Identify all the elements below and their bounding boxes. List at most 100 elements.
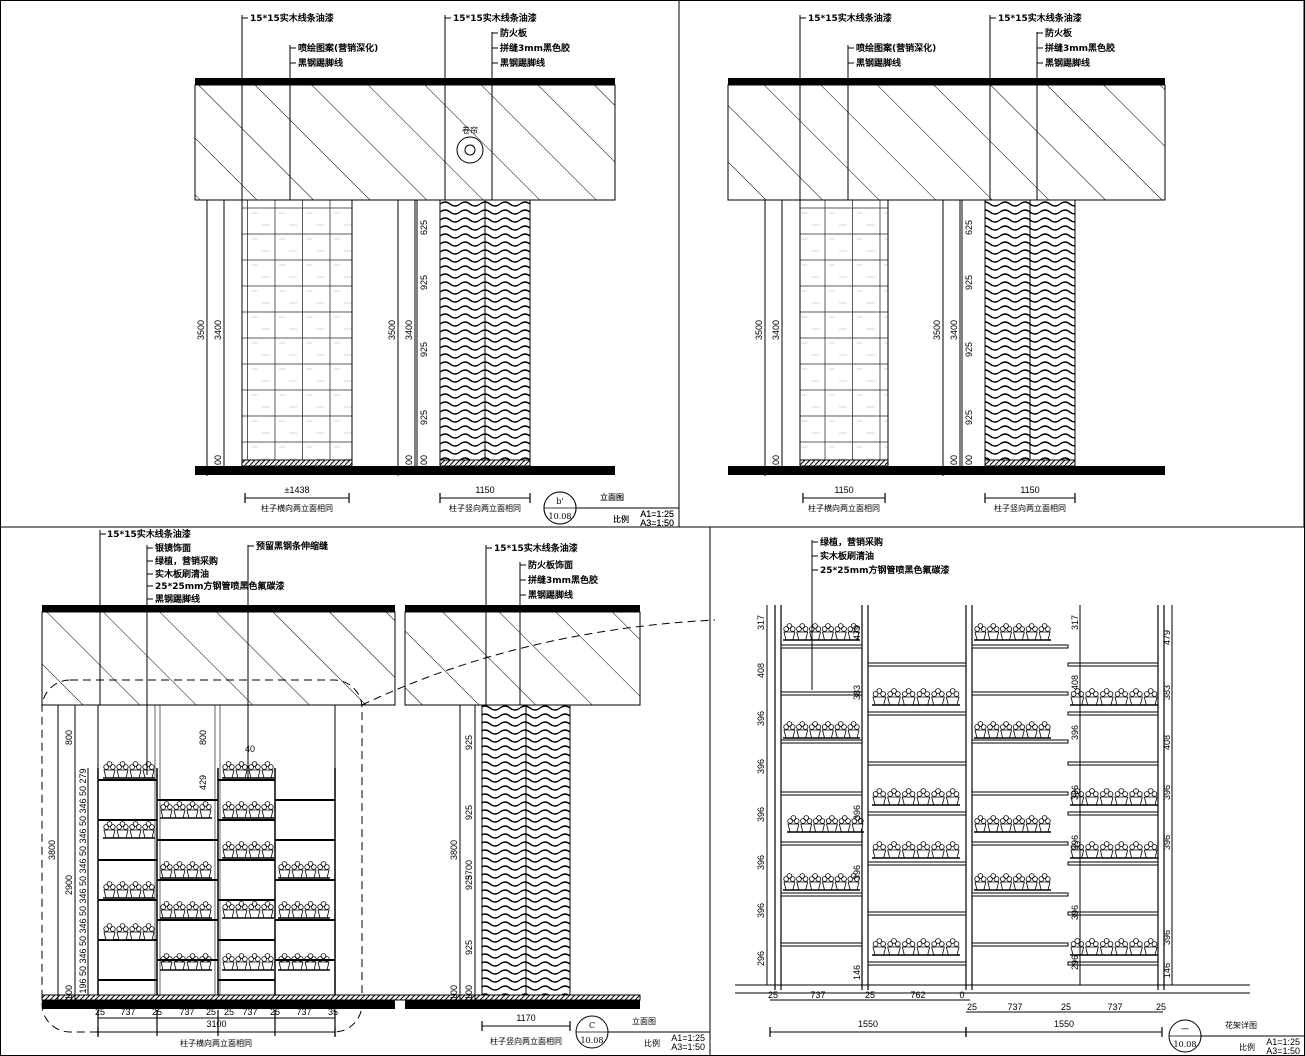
plant-leaf [828,626,834,632]
plant-leaf [786,873,793,879]
plant-leaf [142,824,149,830]
plant-leaf [829,815,835,821]
height-dim: 317 [1070,615,1080,630]
plant-leaf [786,623,793,629]
total-width-dim: 1550 [858,1019,878,1029]
plant-leaf [116,926,122,932]
plant-leaf [251,901,258,907]
plant-leaf [132,761,139,767]
plant-pot [825,823,838,833]
plant-leaf [880,691,886,697]
plant-leaf [783,626,789,632]
detail-boundary [41,679,363,1033]
plant-leaf [145,761,152,767]
plant-leaf [789,626,796,632]
shutter-marker-label: 卷帘 [462,125,478,135]
plant-leaf [1100,844,1106,850]
plant-pot [834,631,847,641]
plant-leaf [267,904,274,910]
plant-pot [186,961,199,971]
plant-leaf [206,804,212,810]
plant-leaf [180,904,186,910]
plant-leaf [320,901,327,907]
plant-leaf [180,864,186,870]
plant-leaf [793,818,800,824]
height-dim: 3800 [47,840,57,860]
plant-leaf [136,926,142,932]
plant-leaf [167,864,173,870]
plant-leaf [987,626,993,632]
plant-leaf [294,901,301,907]
planter [974,873,1051,891]
planter [103,923,155,941]
plant-leaf [837,623,844,629]
height-dim: 396 [1070,725,1080,740]
width-dim: 25 [1061,1002,1071,1012]
plant-leaf [1012,818,1019,824]
plant-leaf [787,818,793,824]
plant-pot [1025,729,1038,739]
plant-leaf [323,956,330,962]
plant-pot [291,869,304,879]
plant-leaf [251,953,258,959]
plant-leaf [819,818,826,824]
plant-pot [199,809,212,819]
plant-leaf [163,861,170,867]
plant-leaf [242,844,248,850]
shelf-board [780,739,863,744]
segment-dim: 925 [419,410,429,425]
plant-leaf [189,801,196,807]
plant-leaf [1025,876,1032,882]
plant-leaf [1006,876,1013,882]
plant-leaf [254,764,261,770]
shelf-board [1067,662,1159,667]
plant-pot [261,961,274,971]
plant-leaf [993,626,1000,632]
floor-line [405,1000,640,1009]
plant-leaf [222,956,229,962]
plant-leaf [920,788,927,794]
height-dim: 396 [1070,905,1080,920]
planter [160,953,212,971]
plant-leaf [119,821,126,827]
plant-leaf [803,815,810,821]
material-label: 15*15实木线条油漆 [453,12,537,24]
plant-leaf [1133,841,1139,847]
plant-leaf [176,953,183,959]
width-dim: 1150 [834,485,853,495]
scale-label: 比例 [613,514,629,524]
plant-leaf [323,864,330,870]
plant-pot [129,769,142,779]
plant-leaf [1003,873,1009,879]
plant-leaf [294,861,301,867]
segment-dim: 925 [419,342,429,357]
plant-leaf [887,791,893,797]
width-dim: 1150 [1020,485,1039,495]
plant-leaf [1137,791,1143,797]
plant-leaf [242,904,248,910]
plant-leaf [167,804,173,810]
plant-leaf [222,904,229,910]
plant-leaf [1118,688,1125,694]
plant-leaf [935,788,941,794]
plant-leaf [905,938,912,944]
plant-pot [1025,823,1038,833]
planter [160,901,212,919]
plant-pot [931,696,945,706]
plant-pot [1143,849,1158,859]
height-dim: 3500 [754,320,764,340]
plant-leaf [946,791,952,797]
plant-pot [222,769,235,779]
plant-leaf [242,804,248,810]
segment-dim: 100 [404,455,414,470]
plant-leaf [1137,941,1143,947]
ceiling-line [728,78,1165,85]
plant-leaf [809,876,815,882]
plant-leaf [129,926,136,932]
shelf-dim: 346 [78,858,88,873]
plant-leaf [202,801,209,807]
plant-leaf [1070,941,1077,947]
floor-line [195,466,615,475]
shelf-board [1067,811,1159,816]
plant-pot [291,961,304,971]
